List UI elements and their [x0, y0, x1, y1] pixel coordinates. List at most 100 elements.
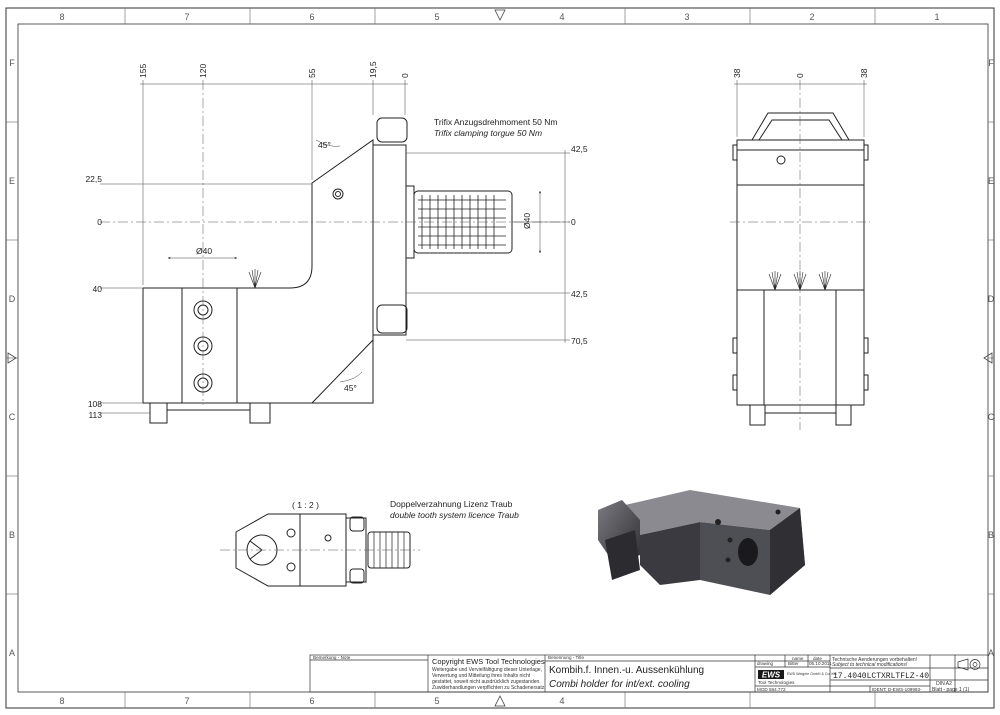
isometric-3d-view [598, 490, 805, 595]
front-view-dimensions [734, 80, 867, 137]
side-view-cross-hole [332, 188, 344, 200]
detail-view-screw-top [286, 528, 296, 538]
center-mark-left [7, 352, 17, 364]
side-view [100, 80, 570, 424]
grid-col-label: 7 [184, 12, 189, 22]
side-view-foot-left [149, 402, 168, 424]
grid-row-label: E [988, 176, 994, 186]
iso-front-face [640, 522, 700, 585]
title-de: Kombih.f. Innen.-u. Aussenkühlung [549, 665, 704, 676]
front-dim-38-right: 38 [859, 68, 869, 78]
dim-angle-top: 45° [318, 140, 331, 150]
dim-angle-bottom: 45° [344, 383, 357, 393]
col-date-label: date [813, 656, 822, 661]
ews-logo-sub: Tool Technologies [758, 680, 795, 685]
grid-row-labels-left: F E D C B A [9, 58, 16, 658]
dim-left-22-5: 22,5 [85, 174, 102, 184]
detail-view-clamp-bottom [349, 568, 365, 584]
dim-shank-diameter: Ø40 [196, 246, 212, 256]
grid-col-label: 3 [684, 12, 689, 22]
dim-top-120: 120 [198, 64, 208, 78]
torque-note-en: Trifix clamping torgue 50 Nm [434, 128, 542, 138]
grid-row-label: E [9, 176, 15, 186]
front-view-side-bump-right-2 [863, 337, 869, 354]
title-designation-label: Benennung - Title [548, 655, 584, 660]
center-mark-bottom [494, 695, 506, 707]
grid-col-label: 7 [184, 696, 189, 706]
grid-col-label: 6 [309, 696, 314, 706]
front-view-foot-right [835, 404, 852, 426]
grid-row-label: F [9, 58, 15, 68]
iso-bore [738, 538, 758, 566]
grid-col-label: 1 [934, 12, 939, 22]
drawing-label: drawing [757, 661, 774, 666]
projection-symbol-icon [957, 658, 981, 671]
dim-left-40: 40 [93, 284, 103, 294]
grid-col-label: 4 [559, 12, 564, 22]
front-view-side-bump-right-3 [863, 374, 869, 391]
sheet-outer-border [5, 7, 995, 709]
front-view-side-bump-left-1 [732, 144, 738, 161]
dim-bore-diameter: Ø40 [522, 213, 532, 229]
front-view-upper-block [736, 139, 865, 291]
grid-col-label: 8 [59, 696, 64, 706]
iso-flange [605, 530, 640, 580]
grid-col-label: 8 [59, 12, 64, 22]
dim-top-155: 155 [138, 64, 148, 78]
grid-row-labels-right: F E D C B A [988, 58, 995, 658]
iso-screw-1 [715, 519, 721, 525]
format-label: DIN A2 [936, 681, 952, 687]
front-view-side-bump-right-1 [863, 144, 869, 161]
mod-label: MOD 584.772 [757, 687, 786, 692]
ews-logo-text: EWS [762, 671, 781, 680]
iso-screw-4 [775, 509, 781, 515]
notice-de: Technische Aenderungen vorbehalten! [832, 657, 917, 663]
dim-right-70-5: 70,5 [571, 336, 588, 346]
grid-row-label: B [9, 530, 15, 540]
sheet-label: Blatt - page 1 (1) [932, 687, 970, 693]
copyright-line: Weitergabe und Vervielfältigung dieser U… [432, 667, 542, 673]
center-mark-right [983, 352, 993, 364]
grid-col-label: 2 [809, 12, 814, 22]
torque-note-de: Trifix Anzugsdrehmoment 50 Nm [434, 117, 557, 127]
dim-top-19-5: 19,5 [368, 61, 378, 78]
title-en: Combi holder for int/ext. cooling [549, 679, 690, 690]
copyright-line: Verwertung und Mitteilung ihres Inhalts … [432, 673, 531, 679]
col-name-label: name [792, 656, 804, 661]
title-remarks-label: Bemerkung - Note [313, 655, 351, 660]
grid-col-label: 6 [309, 12, 314, 22]
grid-row-label: B [988, 530, 994, 540]
dim-top-55: 55 [307, 68, 317, 78]
side-view-body-outline [142, 139, 374, 404]
front-dim-0: 0 [795, 73, 805, 78]
iso-screw-2 [727, 537, 733, 543]
grid-row-label: C [9, 412, 16, 422]
grid-row-label: D [9, 294, 16, 304]
grid-col-label: 5 [434, 696, 439, 706]
ews-logo: EWS Tool Technologies EWS Weigele GmbH &… [758, 670, 837, 685]
grid-row-label: C [988, 412, 995, 422]
drawing-date: 05.10.2011 [809, 661, 832, 666]
front-view-side-bump-left-3 [732, 374, 738, 391]
notice-en: Subject to technical modifications! [832, 662, 908, 668]
dim-left-113: 113 [88, 410, 102, 420]
detail-view-outline [235, 513, 347, 587]
detail-note-de: Doppelverzahnung Lizenz Traub [390, 499, 513, 509]
dim-right-0: 0 [571, 217, 576, 227]
side-view-cross-hole-inner [335, 191, 341, 197]
grid-row-label: A [9, 648, 15, 658]
ews-address: EWS Weigele GmbH & Co. KG [787, 672, 837, 676]
side-view-dimensions [100, 80, 570, 414]
detail-view-clamp-top [349, 516, 365, 532]
side-view-centerlines [100, 80, 570, 405]
title-copyright: Copyright EWS Tool Technologies [432, 657, 545, 666]
front-view-foot-left [749, 404, 766, 426]
detail-note-en: double tooth system licence Traub [390, 510, 519, 520]
drawing-number: 17.4040LCTXRLTFLZ-40 [833, 672, 929, 681]
grid-column-labels-bottom: 8 7 6 5 4 [59, 696, 564, 706]
iso-top-face [625, 490, 800, 535]
grid-row-label: D [988, 294, 995, 304]
front-view-centerlines [730, 80, 870, 430]
ident-label: IDENT: D-EWS-109993- [872, 687, 922, 692]
